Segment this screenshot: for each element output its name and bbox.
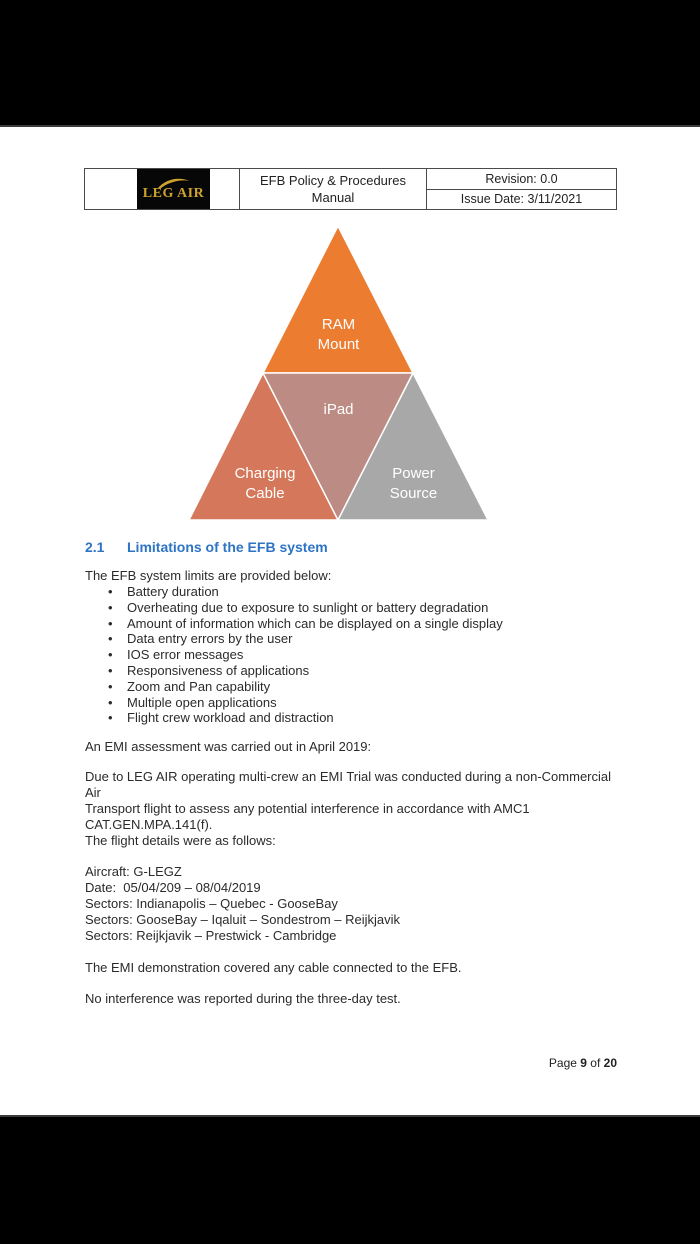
list-item: IOS error messages <box>85 647 617 663</box>
emi-assessment-paragraph: An EMI assessment was carried out in Apr… <box>85 739 372 754</box>
manual-title-line1: EFB Policy & Procedures <box>260 173 406 188</box>
revision-cell: Revision: 0.0 Issue Date: 3/11/2021 <box>427 169 616 209</box>
pyramid-svg <box>189 226 488 520</box>
issue-date-value: Issue Date: 3/11/2021 <box>460 192 583 207</box>
flight-detail-sectors-3: Sectors: Reijkjavik – Prestwick - Cambri… <box>85 928 337 943</box>
list-item: Overheating due to exposure to sunlight … <box>85 600 617 616</box>
bottom-letterbox <box>0 1115 700 1244</box>
flight-detail-date: Date: 05/04/209 – 08/04/2019 <box>85 880 261 895</box>
emi-trial-paragraph: Due to LEG AIR operating multi-crew an E… <box>85 769 612 832</box>
page-number-footer: Page 9 of 20 <box>548 1056 617 1070</box>
label-ram-mount: RAM Mount <box>317 316 360 353</box>
list-item: Amount of information which can be displ… <box>85 616 617 632</box>
label-ipad: iPad <box>323 401 354 418</box>
legair-logo: LEG AIR <box>137 169 210 209</box>
efb-components-pyramid: RAM Mount iPad Charging Cable Power Sour… <box>189 226 488 520</box>
pyramid-segment-power-source <box>337 371 488 520</box>
label-power-source: Power Source <box>389 465 438 502</box>
section-heading: 2.1 Limitations of the EFB system <box>85 539 617 555</box>
list-item: Multiple open applications <box>85 695 617 711</box>
list-item: Battery duration <box>85 584 617 600</box>
limits-block: The EFB system limits are provided below… <box>85 568 617 726</box>
header-table: LEG AIR EFB Policy & Procedures Manual R… <box>84 168 617 210</box>
list-item: Responsiveness of applications <box>85 663 617 679</box>
limits-list: Battery duration Overheating due to expo… <box>85 584 617 726</box>
no-interference-paragraph: No interference was reported during the … <box>85 991 401 1006</box>
emi-demo-paragraph: The EMI demonstration covered any cable … <box>85 960 462 975</box>
section-title: Limitations of the EFB system <box>127 539 328 555</box>
flight-details-intro: The flight details were as follows: <box>85 833 276 848</box>
section-number: 2.1 <box>85 539 105 555</box>
flight-details-block: Aircraft: G-LEGZ Date: 05/04/209 – 08/04… <box>85 864 617 944</box>
top-letterbox <box>0 0 700 127</box>
logo-cell: LEG AIR <box>85 169 240 209</box>
flight-detail-aircraft: Aircraft: G-LEGZ <box>85 864 182 879</box>
label-charging-cable: Charging Cable <box>234 465 296 502</box>
total-pages: 20 <box>603 1056 617 1070</box>
list-item: Flight crew workload and distraction <box>85 710 617 726</box>
manual-title-line2: Manual <box>311 190 355 205</box>
list-item: Data entry errors by the user <box>85 631 617 647</box>
revision-value: Revision: 0.0 <box>427 169 616 190</box>
manual-title-cell: EFB Policy & Procedures Manual <box>240 169 427 209</box>
flight-detail-sectors-2: Sectors: GooseBay – Iqaluit – Sondestrom… <box>85 912 401 927</box>
document-page: LEG AIR EFB Policy & Procedures Manual R… <box>0 127 700 1115</box>
logo-wordmark: LEG AIR <box>142 186 205 201</box>
current-page: 9 <box>580 1056 587 1070</box>
flight-detail-sectors-1: Sectors: Indianapolis – Quebec - GooseBa… <box>85 896 338 911</box>
swoosh-icon <box>157 178 190 189</box>
list-item: Zoom and Pan capability <box>85 679 617 695</box>
limits-intro: The EFB system limits are provided below… <box>85 568 332 583</box>
